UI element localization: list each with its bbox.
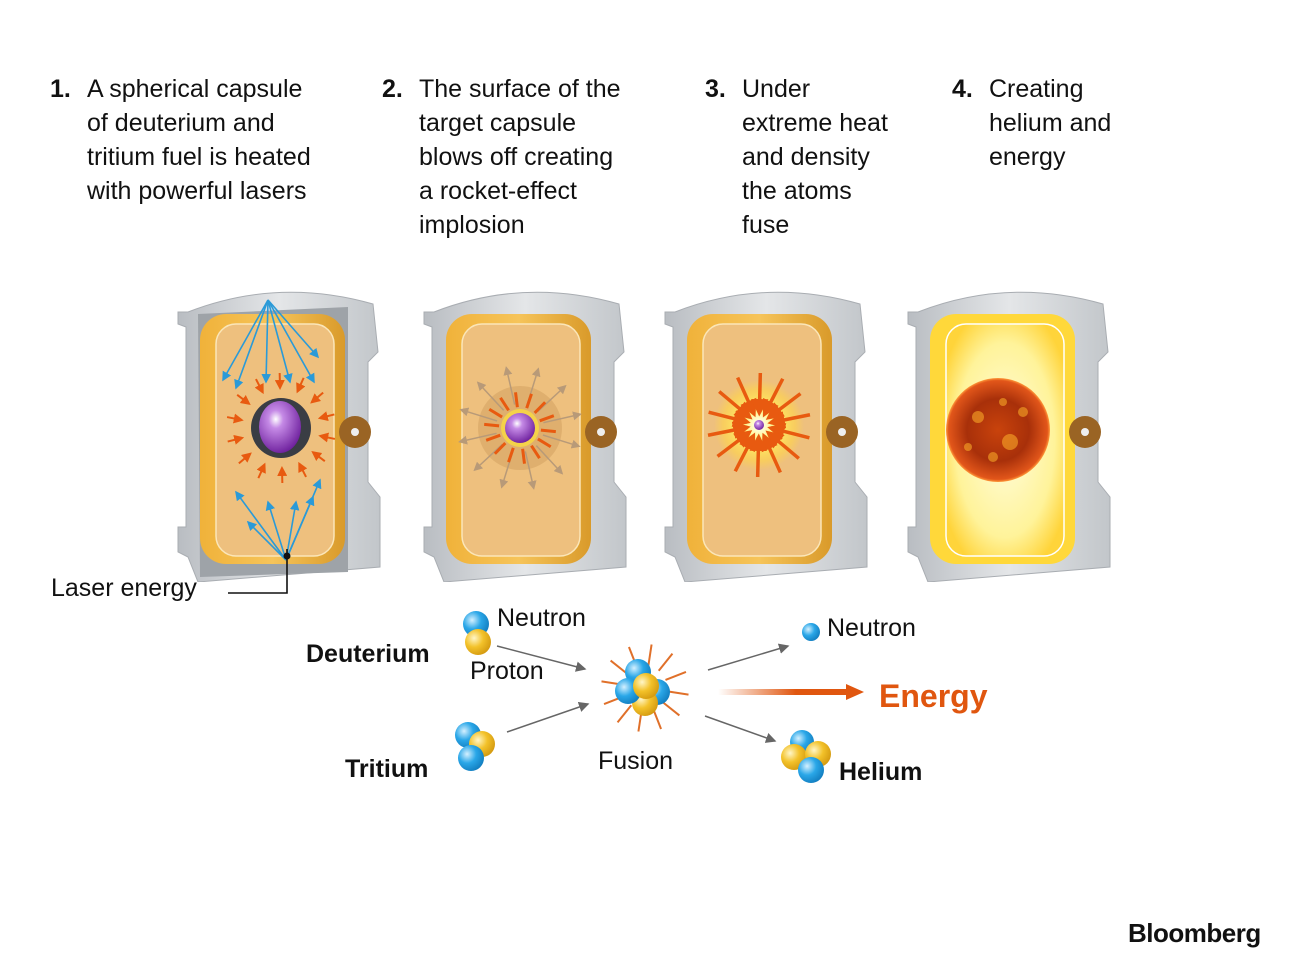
radial-arrow — [311, 450, 326, 463]
hohlraum-stage-4 — [907, 291, 1111, 582]
fusion-nucleus — [615, 659, 670, 716]
radial-arrow — [503, 366, 516, 405]
radial-arrow — [484, 422, 500, 428]
fuel-capsule — [754, 420, 764, 430]
step-number: 3. — [705, 75, 726, 103]
radial-arrow — [476, 381, 505, 411]
hohlraum-stage-2 — [423, 291, 627, 582]
radial-arrow — [542, 434, 581, 449]
radial-arrow — [657, 652, 674, 672]
radial-arrow — [499, 396, 510, 412]
neutron-out-label: Neutron — [827, 614, 916, 642]
radial-arrow — [524, 451, 537, 490]
radial-arrow — [298, 461, 308, 478]
energy-label: Energy — [879, 678, 988, 714]
proton-particle — [465, 629, 491, 655]
step-text: The surface of the target capsule blows … — [419, 75, 621, 239]
radial-arrow — [661, 700, 681, 717]
fusion-fireball — [946, 378, 1050, 482]
radial-arrow — [525, 393, 533, 409]
arrow-deuterium-to-fusion — [496, 645, 587, 672]
radial-arrow — [236, 393, 251, 406]
radial-arrow — [767, 422, 810, 440]
radial-arrow — [543, 411, 582, 424]
step-text: Under extreme heat and density the atoms… — [742, 75, 888, 239]
radial-arrow — [537, 384, 567, 413]
radial-arrow — [750, 372, 769, 417]
radial-arrow — [514, 392, 519, 408]
arrow-to-helium — [704, 715, 777, 743]
radial-arrow — [767, 411, 811, 429]
energy-arrow-head — [846, 684, 864, 700]
radial-arrow — [507, 447, 515, 463]
radial-arrow — [535, 445, 564, 475]
arrow-tritium-to-fusion — [506, 701, 590, 733]
radial-arrow — [256, 462, 266, 479]
fuel-capsule — [505, 413, 535, 443]
helium-atom — [781, 730, 831, 783]
radial-arrow — [647, 644, 653, 667]
deuterium-atom — [463, 611, 491, 655]
radial-arrow — [539, 414, 555, 423]
step-number: 1. — [50, 75, 71, 103]
implosion-arrows — [707, 372, 811, 478]
radial-arrow — [254, 378, 264, 395]
radial-arrow — [540, 428, 556, 434]
fireball-texture — [964, 398, 1028, 462]
fuel-capsule — [259, 401, 301, 453]
radial-arrow — [458, 432, 497, 445]
radial-arrow — [459, 407, 498, 422]
radial-arrow — [666, 690, 689, 696]
hohlraum-stage-3 — [664, 291, 868, 582]
radial-arrow — [296, 377, 306, 394]
neutron-label: Neutron — [497, 604, 586, 632]
energy-arrow-shaft — [718, 689, 848, 695]
tritium-label: Tritium — [345, 755, 429, 783]
radial-arrow — [318, 432, 336, 443]
radial-arrow — [485, 433, 501, 442]
radial-arrow — [530, 444, 541, 460]
step-number: 2. — [382, 75, 403, 103]
radial-arrow — [317, 411, 335, 422]
fusion-label: Fusion — [598, 747, 674, 775]
radial-arrow — [493, 441, 507, 455]
radial-arrow — [609, 659, 629, 676]
radial-arrow — [226, 413, 244, 424]
laser-energy-label: Laser energy — [51, 574, 197, 602]
radial-arrow — [533, 401, 547, 415]
radial-arrow — [537, 437, 552, 449]
hohlraum-stage-1 — [177, 291, 381, 582]
laser-callout-line — [228, 549, 291, 594]
radial-arrow — [749, 433, 768, 478]
radial-arrow — [616, 704, 633, 724]
implosion-arrows — [226, 372, 336, 484]
radial-arrow — [708, 410, 751, 428]
deuterium-label: Deuterium — [306, 640, 430, 668]
implosion-arrows — [484, 392, 556, 464]
radial-arrow — [473, 443, 503, 472]
proton-label: Proton — [470, 657, 544, 685]
neutron-out-particle — [802, 623, 820, 641]
radial-arrow — [665, 671, 687, 681]
radial-arrow — [238, 452, 252, 465]
radial-arrow — [310, 391, 324, 404]
tritium-atom — [455, 722, 495, 771]
step-text: Creating helium and energy — [989, 75, 1112, 171]
radial-arrow — [488, 407, 503, 419]
radial-arrow — [227, 434, 245, 445]
bloomberg-logo: Bloomberg — [1128, 918, 1261, 948]
radial-arrow — [707, 421, 751, 439]
step-text: A spherical capsule of deuterium and tri… — [87, 75, 311, 205]
step-number: 4. — [952, 75, 973, 103]
helium-label: Helium — [839, 758, 923, 786]
arrow-to-neutron — [707, 643, 790, 671]
radial-arrow — [521, 448, 526, 464]
